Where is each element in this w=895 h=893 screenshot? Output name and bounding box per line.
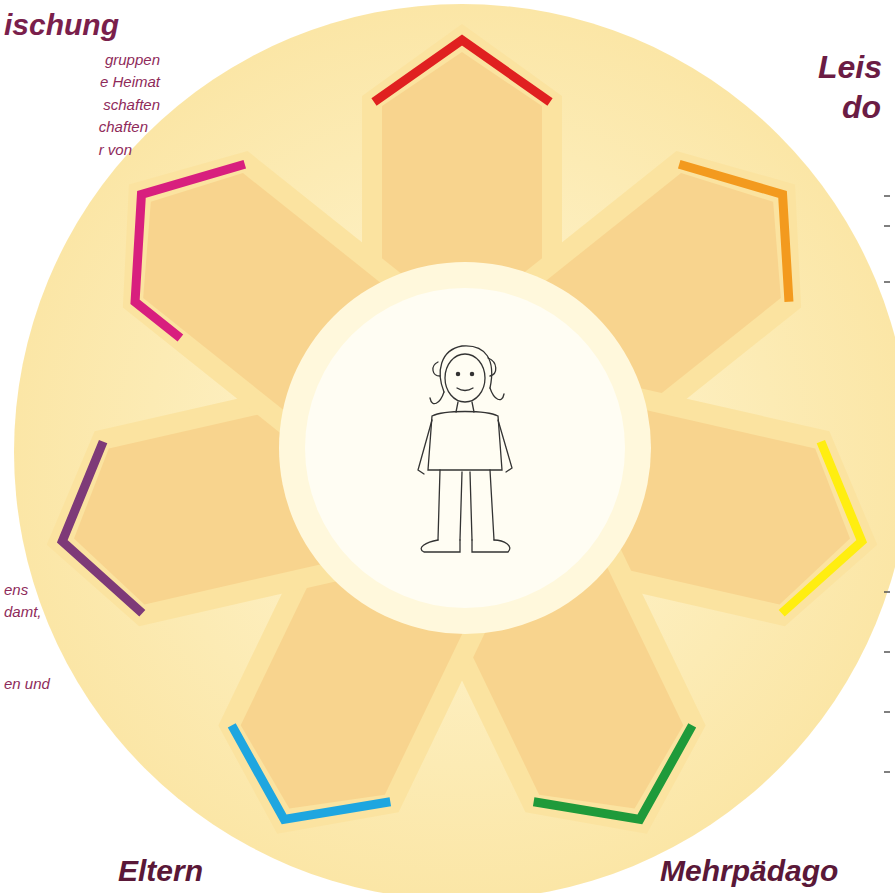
text-fragment: schaften: [103, 97, 160, 114]
bullet-dashes: [884, 196, 890, 772]
outer-disc: [14, 4, 895, 893]
center-ring: [279, 262, 651, 634]
center-disc: [305, 288, 625, 608]
heading-fragment: Mehrpädago: [660, 854, 838, 887]
heading-fragment: do: [842, 90, 881, 125]
heading-fragment: Leis: [818, 50, 882, 85]
child-drawing: [418, 346, 512, 552]
text-fragment: ens: [4, 582, 28, 599]
heading-fragment: ischung: [4, 8, 119, 41]
heading-fragment: Eltern: [118, 854, 203, 887]
text-fragment: r von: [99, 142, 132, 159]
petals: [24, 24, 895, 877]
text-fragment: e Heimat: [100, 74, 160, 91]
text-fragment: chaften: [99, 119, 148, 136]
text-fragment: damt,: [4, 604, 42, 621]
text-fragment: en und: [4, 676, 50, 693]
text-fragment: gruppen: [105, 52, 160, 69]
